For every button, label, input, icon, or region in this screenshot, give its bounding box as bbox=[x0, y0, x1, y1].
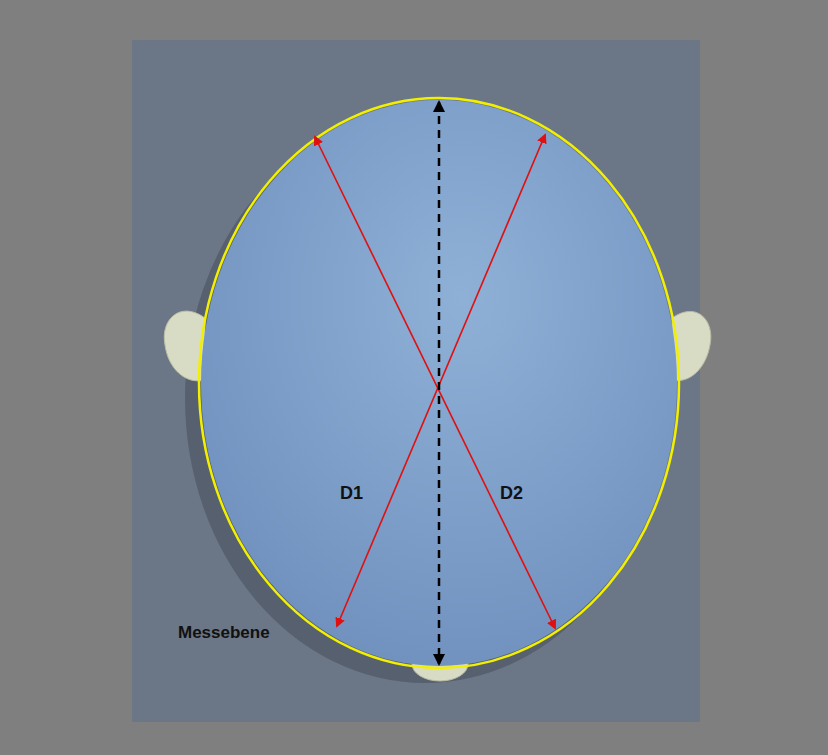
diagonal-d2 bbox=[315, 137, 555, 628]
plane-label: Messebene bbox=[178, 624, 270, 641]
panel bbox=[132, 40, 700, 722]
diagonal-label: D1 bbox=[340, 484, 363, 502]
diagonal-d1 bbox=[337, 135, 545, 626]
measurement-ellipse bbox=[199, 98, 679, 668]
length-axis bbox=[438, 102, 441, 664]
diagonal-label: D2 bbox=[500, 484, 523, 502]
head bbox=[201, 100, 677, 666]
